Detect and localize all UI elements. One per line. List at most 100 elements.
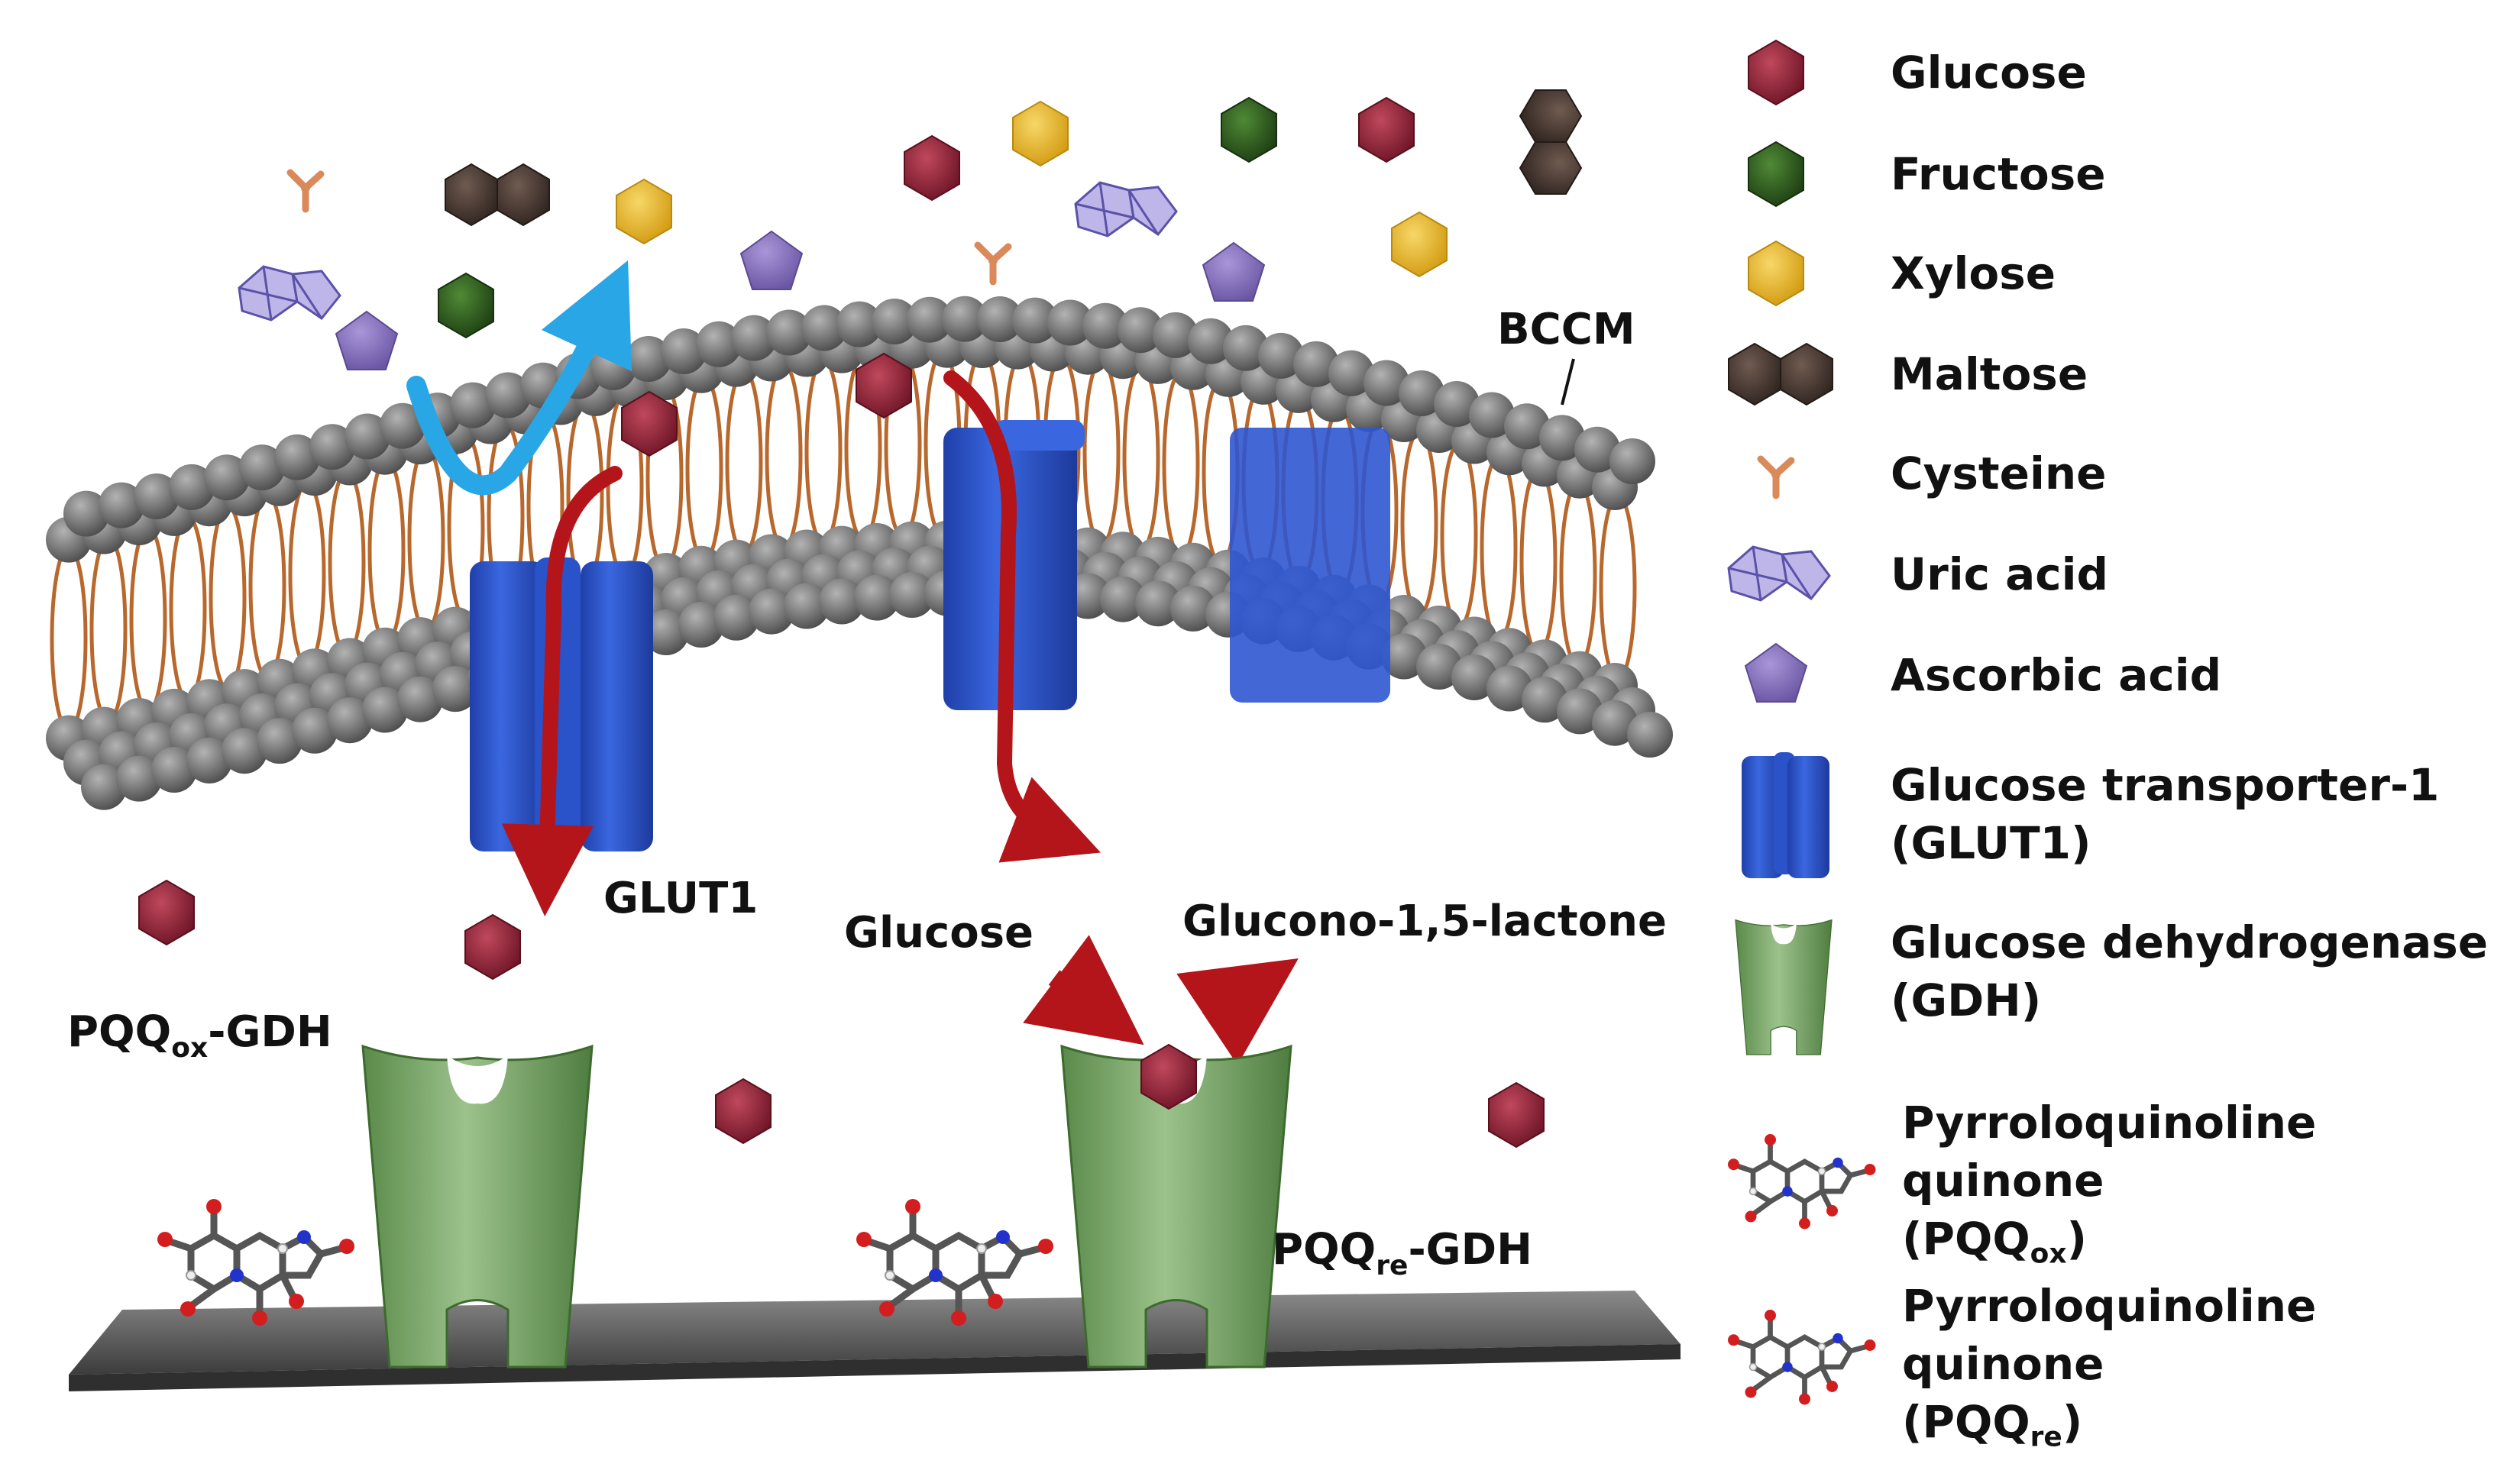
legend-gdh-label: Glucose dehydrogenase (GDH) [1891, 913, 2488, 1029]
cysteine-molecule [290, 173, 321, 209]
lipid-head [1223, 325, 1269, 371]
legend-glut1-icon [1742, 752, 1829, 878]
legend-fructose-label: Fructose [1891, 148, 2106, 200]
legend-icons [1728, 40, 1876, 1405]
fructose-molecule [1221, 97, 1277, 163]
legend-pqq-ox-line1: Pyrroloquinoline quinone [1902, 1097, 2317, 1207]
lipid-tail [407, 445, 445, 633]
lipid-head [99, 482, 144, 528]
lipid-head [872, 299, 917, 344]
ascorbic-acid-molecule [740, 231, 803, 290]
lipid-head [1399, 370, 1444, 416]
lipid-tail [725, 368, 763, 556]
legend-glucose-label: Glucose [1891, 47, 2087, 99]
glut1-transporter-right [1230, 428, 1390, 703]
lipid-head [1504, 403, 1550, 450]
lipid-head [1416, 644, 1462, 690]
lipid-tail [804, 357, 843, 545]
lipid-head [819, 578, 865, 625]
lipid-head [380, 402, 425, 449]
legend-pqq-re-label: Pyrroloquinoline quinone (PQQre) [1902, 1277, 2520, 1467]
lipid-head [397, 676, 443, 722]
lipid-tail [169, 515, 207, 703]
lipid-head [1153, 312, 1199, 358]
lipid-head [1627, 712, 1673, 758]
glucose-molecule [138, 880, 195, 945]
lipid-tail [248, 493, 286, 680]
lipid-tail [1400, 429, 1438, 617]
lipid-head [274, 434, 320, 480]
legend-uric-acid-label: Uric acid [1891, 548, 2109, 600]
lipid-head [1434, 381, 1480, 427]
legend-gdh-line1: Glucose dehydrogenase [1891, 916, 2489, 968]
lipid-head [1469, 392, 1515, 438]
gluconolactone-label: Glucono-1,5-lactone [1182, 897, 1667, 946]
legend-cysteine-label: Cysteine [1891, 448, 2107, 499]
uric-acid-molecule [238, 265, 341, 322]
lipid-head [345, 413, 390, 460]
legend-gdh-icon [1735, 919, 1833, 1055]
lipid-head [1082, 302, 1128, 349]
electrode-surface [69, 1291, 1681, 1391]
lipid-head [257, 718, 302, 764]
pqq-ox-molecule [157, 1199, 354, 1326]
uric-acid-molecule [1074, 181, 1178, 237]
legend-glucose-icon [1748, 40, 1804, 105]
lipid-head [1592, 700, 1638, 746]
lipid-head [661, 328, 707, 374]
lipid-tail [765, 362, 803, 550]
legend-xylose-label: Xylose [1891, 247, 2056, 299]
glucose-molecule [715, 1078, 772, 1144]
lipid-head [485, 372, 531, 418]
glut1-transporter-left [470, 557, 653, 851]
lipid-head [134, 473, 180, 519]
lipid-tail [288, 480, 326, 668]
ascorbic-acid-molecule [1202, 242, 1265, 302]
lipid-head [1012, 297, 1058, 344]
lipid-tail [685, 375, 723, 563]
lipid-tail [129, 525, 167, 713]
legend-pqq-ox-icon [1728, 1134, 1876, 1230]
lipid-head [713, 594, 759, 641]
lipid-head [1574, 426, 1620, 473]
lipid-tail [1599, 493, 1637, 681]
lipid-head [1609, 438, 1655, 484]
lipid-head [1539, 415, 1585, 461]
legend-glut1-label: Glucose transporter-1 (GLUT1) [1891, 756, 2439, 872]
lipid-head [836, 301, 882, 347]
lipid-head [1364, 360, 1409, 406]
glut1-label: GLUT1 [603, 874, 758, 923]
legend-pqq-ox-line2: (PQQox) [1902, 1213, 2088, 1270]
lipid-head [309, 424, 355, 470]
lipid-head [1557, 688, 1603, 735]
lipid-head [1486, 665, 1532, 712]
lipid-head [1522, 677, 1567, 723]
lipid-head [292, 707, 338, 754]
lipid-head [1328, 350, 1374, 396]
lipid-head [1170, 585, 1216, 632]
ascorbic-acid-molecule [335, 311, 398, 370]
lipid-tail [1559, 480, 1597, 668]
lipid-head [1293, 341, 1339, 387]
lipid-head [1451, 654, 1497, 700]
lipid-head [1047, 299, 1093, 346]
xylose-molecule [1012, 101, 1069, 166]
diagram-canvas: BCCM GLUT1 Glucose Glucono-1,5-lactone P… [46, 40, 2520, 1433]
lipid-head [766, 309, 812, 356]
product-arrow [1176, 958, 1299, 1065]
lipid-tail [1440, 441, 1478, 629]
legend-glut1-line2: (GLUT1) [1891, 817, 2091, 869]
lipid-head [239, 444, 285, 491]
lipid-tail [1122, 364, 1160, 551]
legend-gdh-line2: (GDH) [1891, 974, 2042, 1026]
lipid-tail [367, 457, 406, 645]
substrate-arrow [1023, 935, 1144, 1045]
lipid-head [643, 609, 689, 655]
rejection-arrow [406, 260, 632, 496]
lipid-head [749, 588, 794, 635]
lipid-head [678, 602, 724, 648]
bccm-label: BCCM [1497, 305, 1635, 354]
lipid-tail [1480, 454, 1518, 642]
lipid-head [169, 464, 215, 510]
lipid-head [626, 336, 671, 382]
